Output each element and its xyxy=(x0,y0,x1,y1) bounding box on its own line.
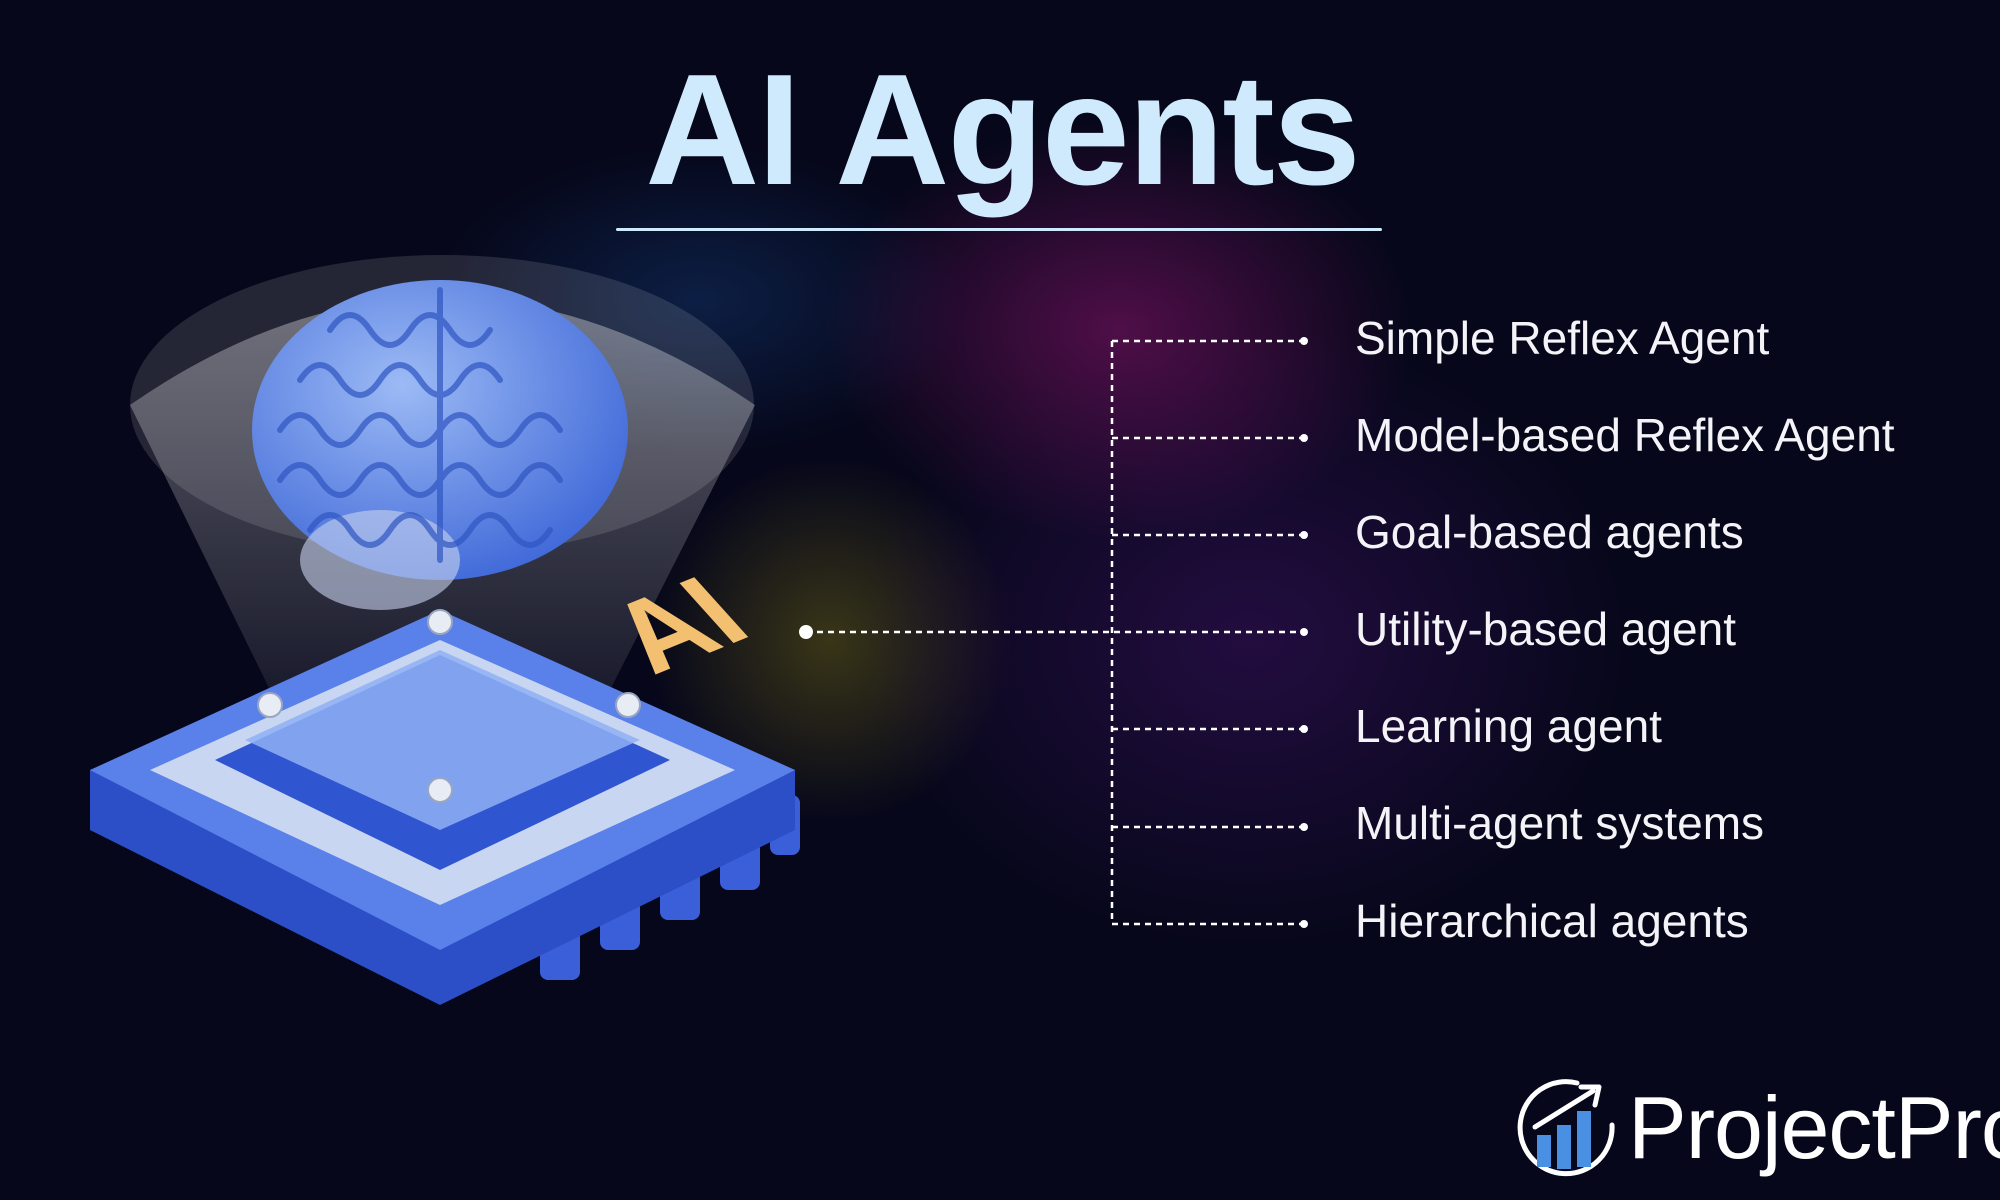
agent-type-item: Learning agent xyxy=(1355,700,1662,752)
page-title: AI Agents xyxy=(645,42,1361,218)
projectpro-logo: ProjectPro xyxy=(1515,1075,2000,1180)
agent-type-item: Multi-agent systems xyxy=(1355,797,1765,849)
growth-chart-icon xyxy=(1517,1079,1615,1177)
chip-icon: AI xyxy=(90,556,800,1005)
agent-type-item: Goal-based agents xyxy=(1355,506,1744,558)
agent-type-item: Simple Reflex Agent xyxy=(1355,312,1770,364)
brand-name: ProjectPro xyxy=(1628,1077,2000,1177)
title-underline xyxy=(616,228,1382,231)
brain-icon xyxy=(252,280,628,610)
agent-type-item: Model-based Reflex Agent xyxy=(1355,409,1895,461)
agent-type-item: Hierarchical agents xyxy=(1355,895,1749,947)
agent-type-item: Utility-based agent xyxy=(1355,603,1736,655)
